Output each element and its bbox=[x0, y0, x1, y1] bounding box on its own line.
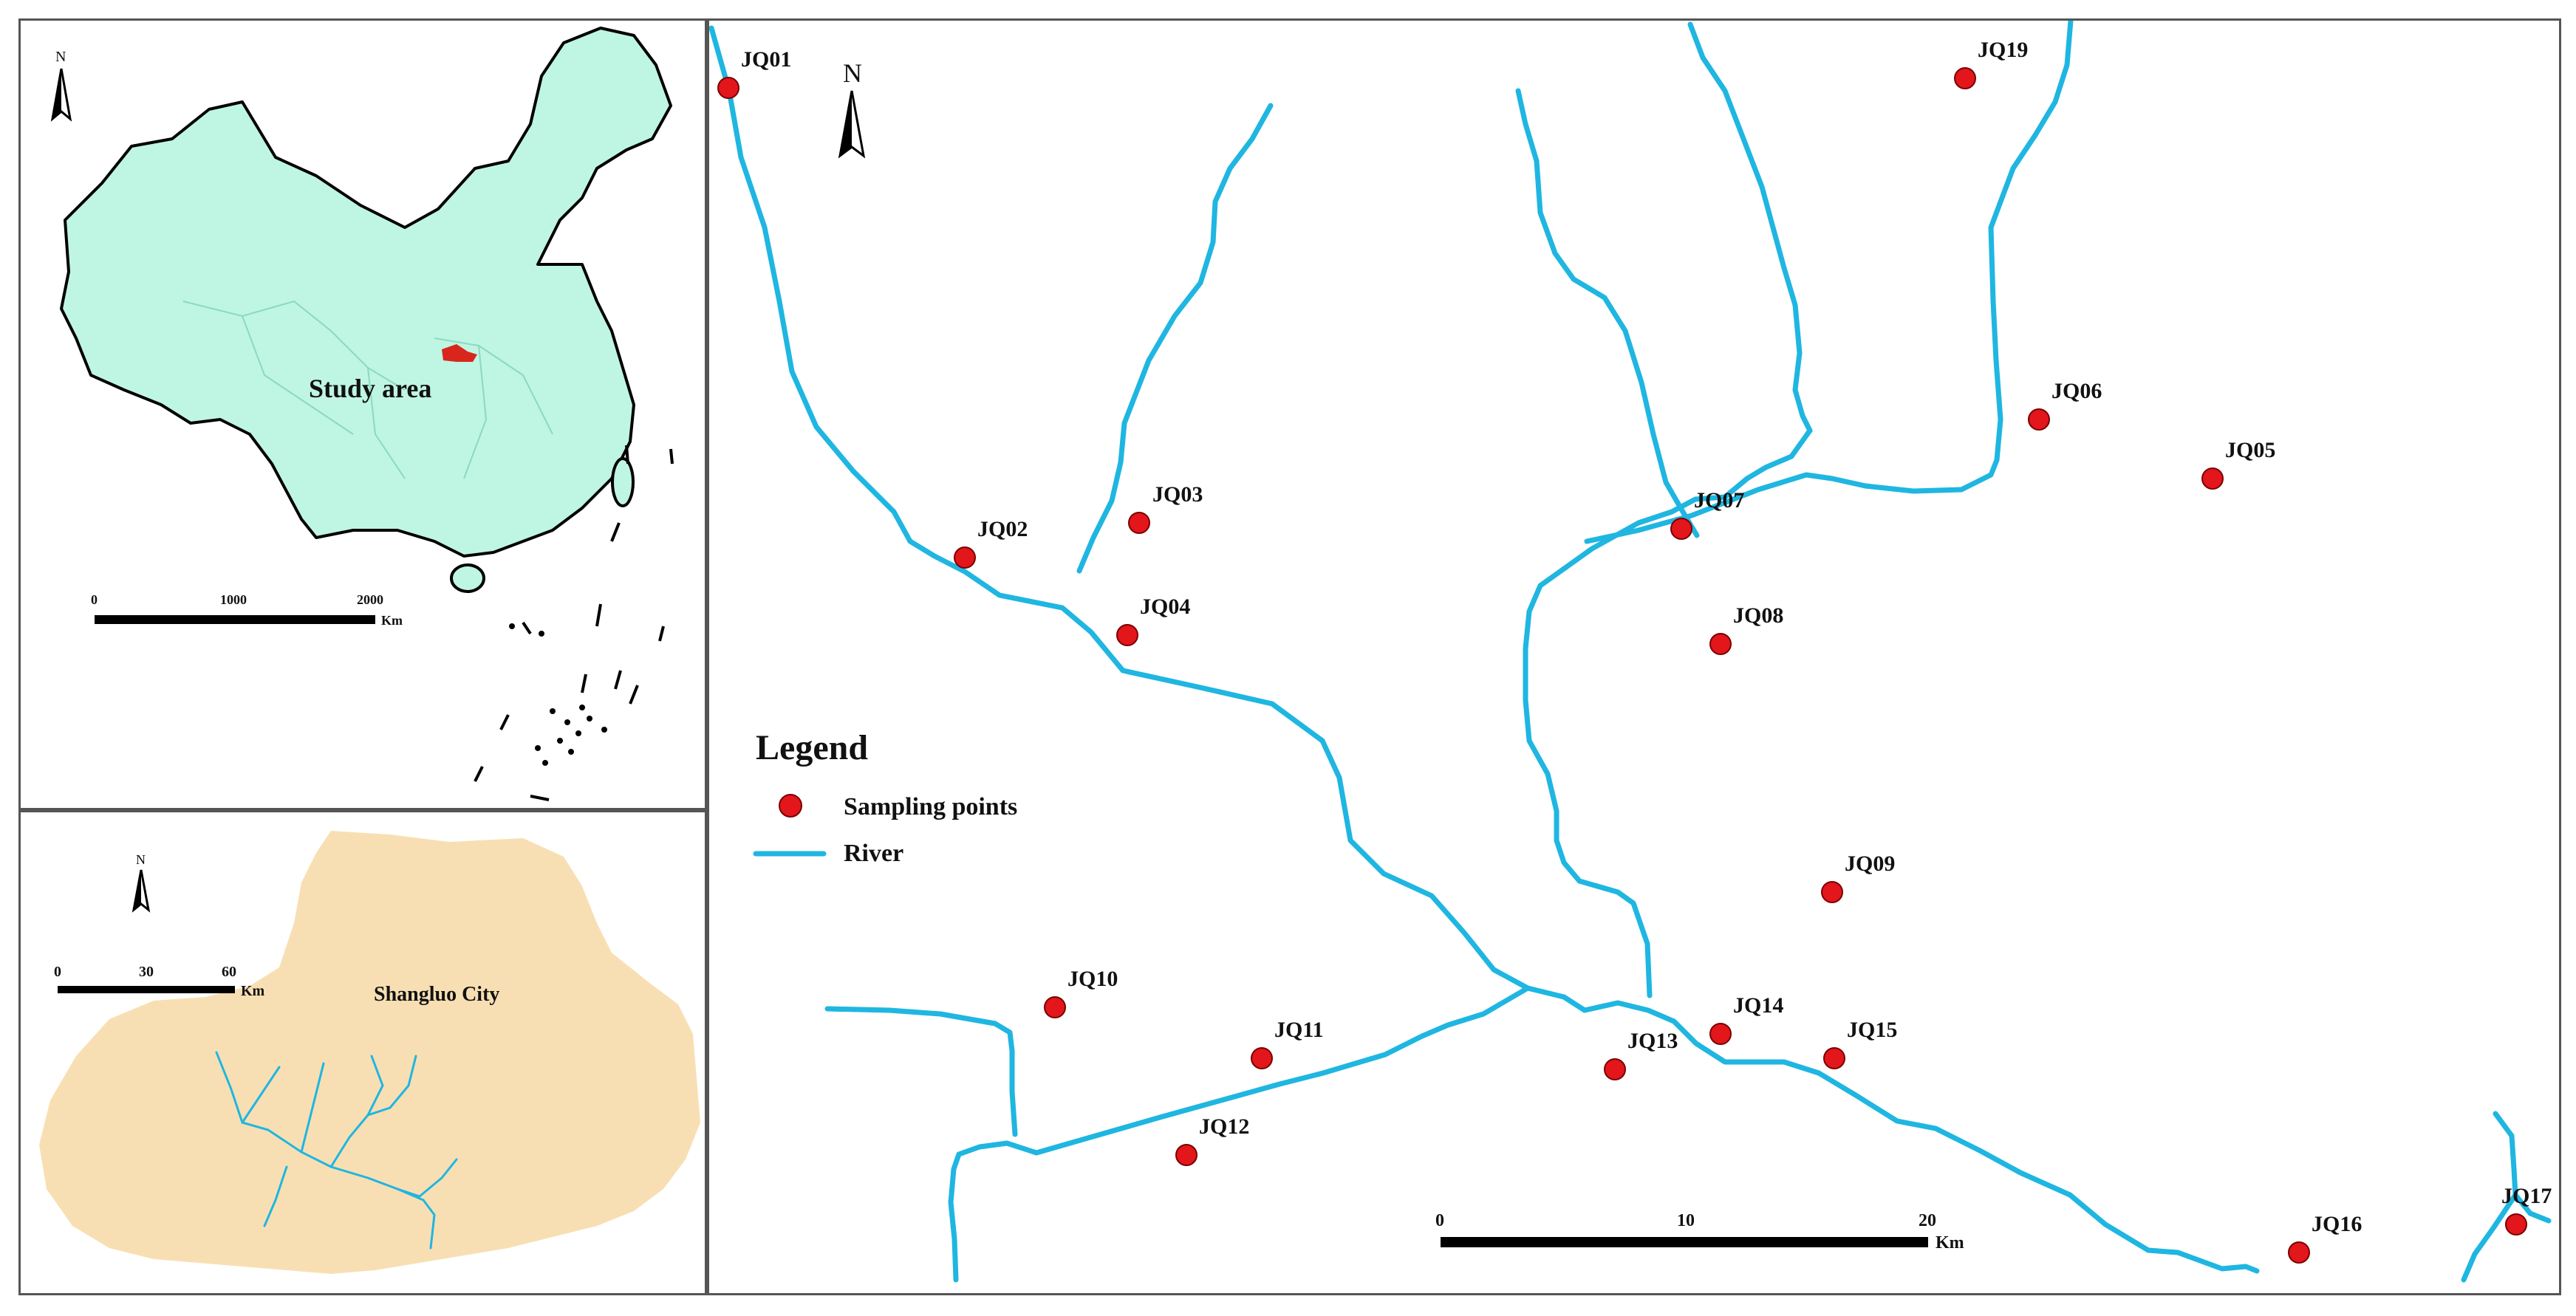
china-outline bbox=[60, 27, 672, 558]
south-sea-islands bbox=[474, 445, 674, 801]
sampling-points: JQ01 JQ02 JQ03 JQ04 JQ05 JQ06 JQ07 JQ08 … bbox=[717, 38, 2552, 1264]
province-lines bbox=[182, 300, 553, 479]
svg-text:JQ13: JQ13 bbox=[1627, 1029, 1678, 1053]
legend-item-river: River bbox=[844, 840, 903, 867]
sampling-point-jq12[interactable]: JQ12 bbox=[1175, 1114, 1249, 1166]
inset-city-panel: Shangluo City N 0 30 60 Km bbox=[18, 810, 707, 1295]
north-arrow-icon: N bbox=[50, 49, 72, 122]
red-dot-icon bbox=[779, 794, 802, 818]
svg-text:JQ03: JQ03 bbox=[1152, 482, 1203, 507]
svg-text:JQ16: JQ16 bbox=[2312, 1212, 2362, 1236]
taiwan-island bbox=[611, 457, 635, 507]
svg-text:JQ14: JQ14 bbox=[1733, 993, 1783, 1018]
sampling-point-jq17[interactable]: JQ17 bbox=[2501, 1184, 2552, 1236]
svg-text:JQ06: JQ06 bbox=[2051, 379, 2102, 403]
sampling-point-jq04[interactable]: JQ04 bbox=[1116, 594, 1190, 646]
north-arrow-icon: N bbox=[838, 58, 866, 159]
svg-text:0: 0 bbox=[1435, 1211, 1444, 1230]
svg-text:0: 0 bbox=[91, 592, 98, 607]
study-area-label: Study area bbox=[309, 374, 431, 403]
sampling-point-jq10[interactable]: JQ10 bbox=[1044, 967, 1118, 1018]
sampling-point-jq02[interactable]: JQ02 bbox=[954, 517, 1028, 569]
svg-text:N: N bbox=[843, 58, 862, 88]
svg-text:60: 60 bbox=[222, 964, 236, 980]
sampling-point-jq01[interactable]: JQ01 bbox=[717, 47, 791, 99]
svg-text:JQ17: JQ17 bbox=[2501, 1184, 2552, 1208]
svg-text:10: 10 bbox=[1677, 1211, 1695, 1230]
sampling-point-jq11[interactable]: JQ11 bbox=[1251, 1018, 1324, 1069]
study-area-highlight bbox=[442, 344, 477, 362]
svg-text:JQ02: JQ02 bbox=[977, 517, 1028, 541]
sampling-point-jq06[interactable]: JQ06 bbox=[2028, 379, 2102, 431]
sampling-point-jq13[interactable]: JQ13 bbox=[1604, 1029, 1678, 1080]
svg-text:JQ10: JQ10 bbox=[1067, 967, 1118, 991]
svg-text:JQ07: JQ07 bbox=[1694, 488, 1744, 513]
svg-text:1000: 1000 bbox=[220, 592, 247, 607]
svg-text:Km: Km bbox=[1936, 1233, 1964, 1252]
main-map-panel: JQ01 JQ02 JQ03 JQ04 JQ05 JQ06 JQ07 JQ08 … bbox=[707, 18, 2561, 1295]
svg-text:JQ08: JQ08 bbox=[1733, 603, 1783, 628]
sampling-point-jq14[interactable]: JQ14 bbox=[1709, 993, 1783, 1045]
svg-text:2000: 2000 bbox=[357, 592, 383, 607]
sampling-point-jq07[interactable]: JQ07 bbox=[1670, 488, 1744, 540]
sampling-point-jq05[interactable]: JQ05 bbox=[2201, 438, 2275, 490]
shangluo-label: Shangluo City bbox=[374, 983, 499, 1006]
svg-text:JQ09: JQ09 bbox=[1845, 851, 1895, 876]
sampling-point-jq19[interactable]: JQ19 bbox=[1954, 38, 2028, 89]
city-rivers bbox=[215, 1051, 458, 1250]
svg-text:JQ12: JQ12 bbox=[1199, 1114, 1249, 1139]
svg-text:0: 0 bbox=[54, 964, 61, 980]
svg-text:N: N bbox=[136, 852, 146, 867]
sampling-point-jq09[interactable]: JQ09 bbox=[1821, 851, 1895, 903]
svg-text:JQ11: JQ11 bbox=[1274, 1018, 1324, 1042]
svg-text:JQ04: JQ04 bbox=[1140, 594, 1190, 619]
main-scale-bar: 0 10 20 Km bbox=[1435, 1211, 1964, 1252]
shangluo-outline bbox=[39, 831, 700, 1274]
sampling-point-jq03[interactable]: JQ03 bbox=[1128, 482, 1203, 534]
svg-text:JQ15: JQ15 bbox=[1847, 1018, 1897, 1042]
island-dots bbox=[509, 623, 607, 766]
svg-text:30: 30 bbox=[139, 964, 154, 980]
city-scale-bar: 0 30 60 Km bbox=[54, 964, 265, 999]
svg-text:Km: Km bbox=[241, 983, 265, 999]
legend-title: Legend bbox=[756, 728, 868, 767]
inset-china-panel: Study area N 0 1000 2000 Km bbox=[18, 18, 707, 810]
svg-text:JQ01: JQ01 bbox=[741, 47, 791, 72]
river-network-map: JQ01 JQ02 JQ03 JQ04 JQ05 JQ06 JQ07 JQ08 … bbox=[709, 21, 2552, 1283]
china-map: Study area N 0 1000 2000 Km bbox=[50, 27, 674, 801]
svg-text:JQ19: JQ19 bbox=[1978, 38, 2028, 62]
legend-item-sampling-points: Sampling points bbox=[844, 793, 1017, 820]
shangluo-map: Shangluo City N 0 30 60 Km bbox=[39, 831, 700, 1274]
sampling-point-jq15[interactable]: JQ15 bbox=[1823, 1018, 1897, 1069]
sampling-point-jq16[interactable]: JQ16 bbox=[2288, 1212, 2362, 1264]
hainan-island bbox=[450, 563, 485, 593]
svg-text:JQ05: JQ05 bbox=[2225, 438, 2275, 462]
map-legend: Legend Sampling points River bbox=[753, 728, 1017, 867]
svg-text:20: 20 bbox=[1919, 1211, 1936, 1230]
north-arrow-icon: N bbox=[131, 852, 151, 913]
sampling-point-jq08[interactable]: JQ08 bbox=[1709, 603, 1783, 655]
river-network bbox=[709, 21, 2552, 1283]
svg-text:Km: Km bbox=[381, 613, 403, 628]
china-scale-bar: 0 1000 2000 Km bbox=[91, 592, 403, 628]
svg-text:N: N bbox=[55, 49, 66, 65]
